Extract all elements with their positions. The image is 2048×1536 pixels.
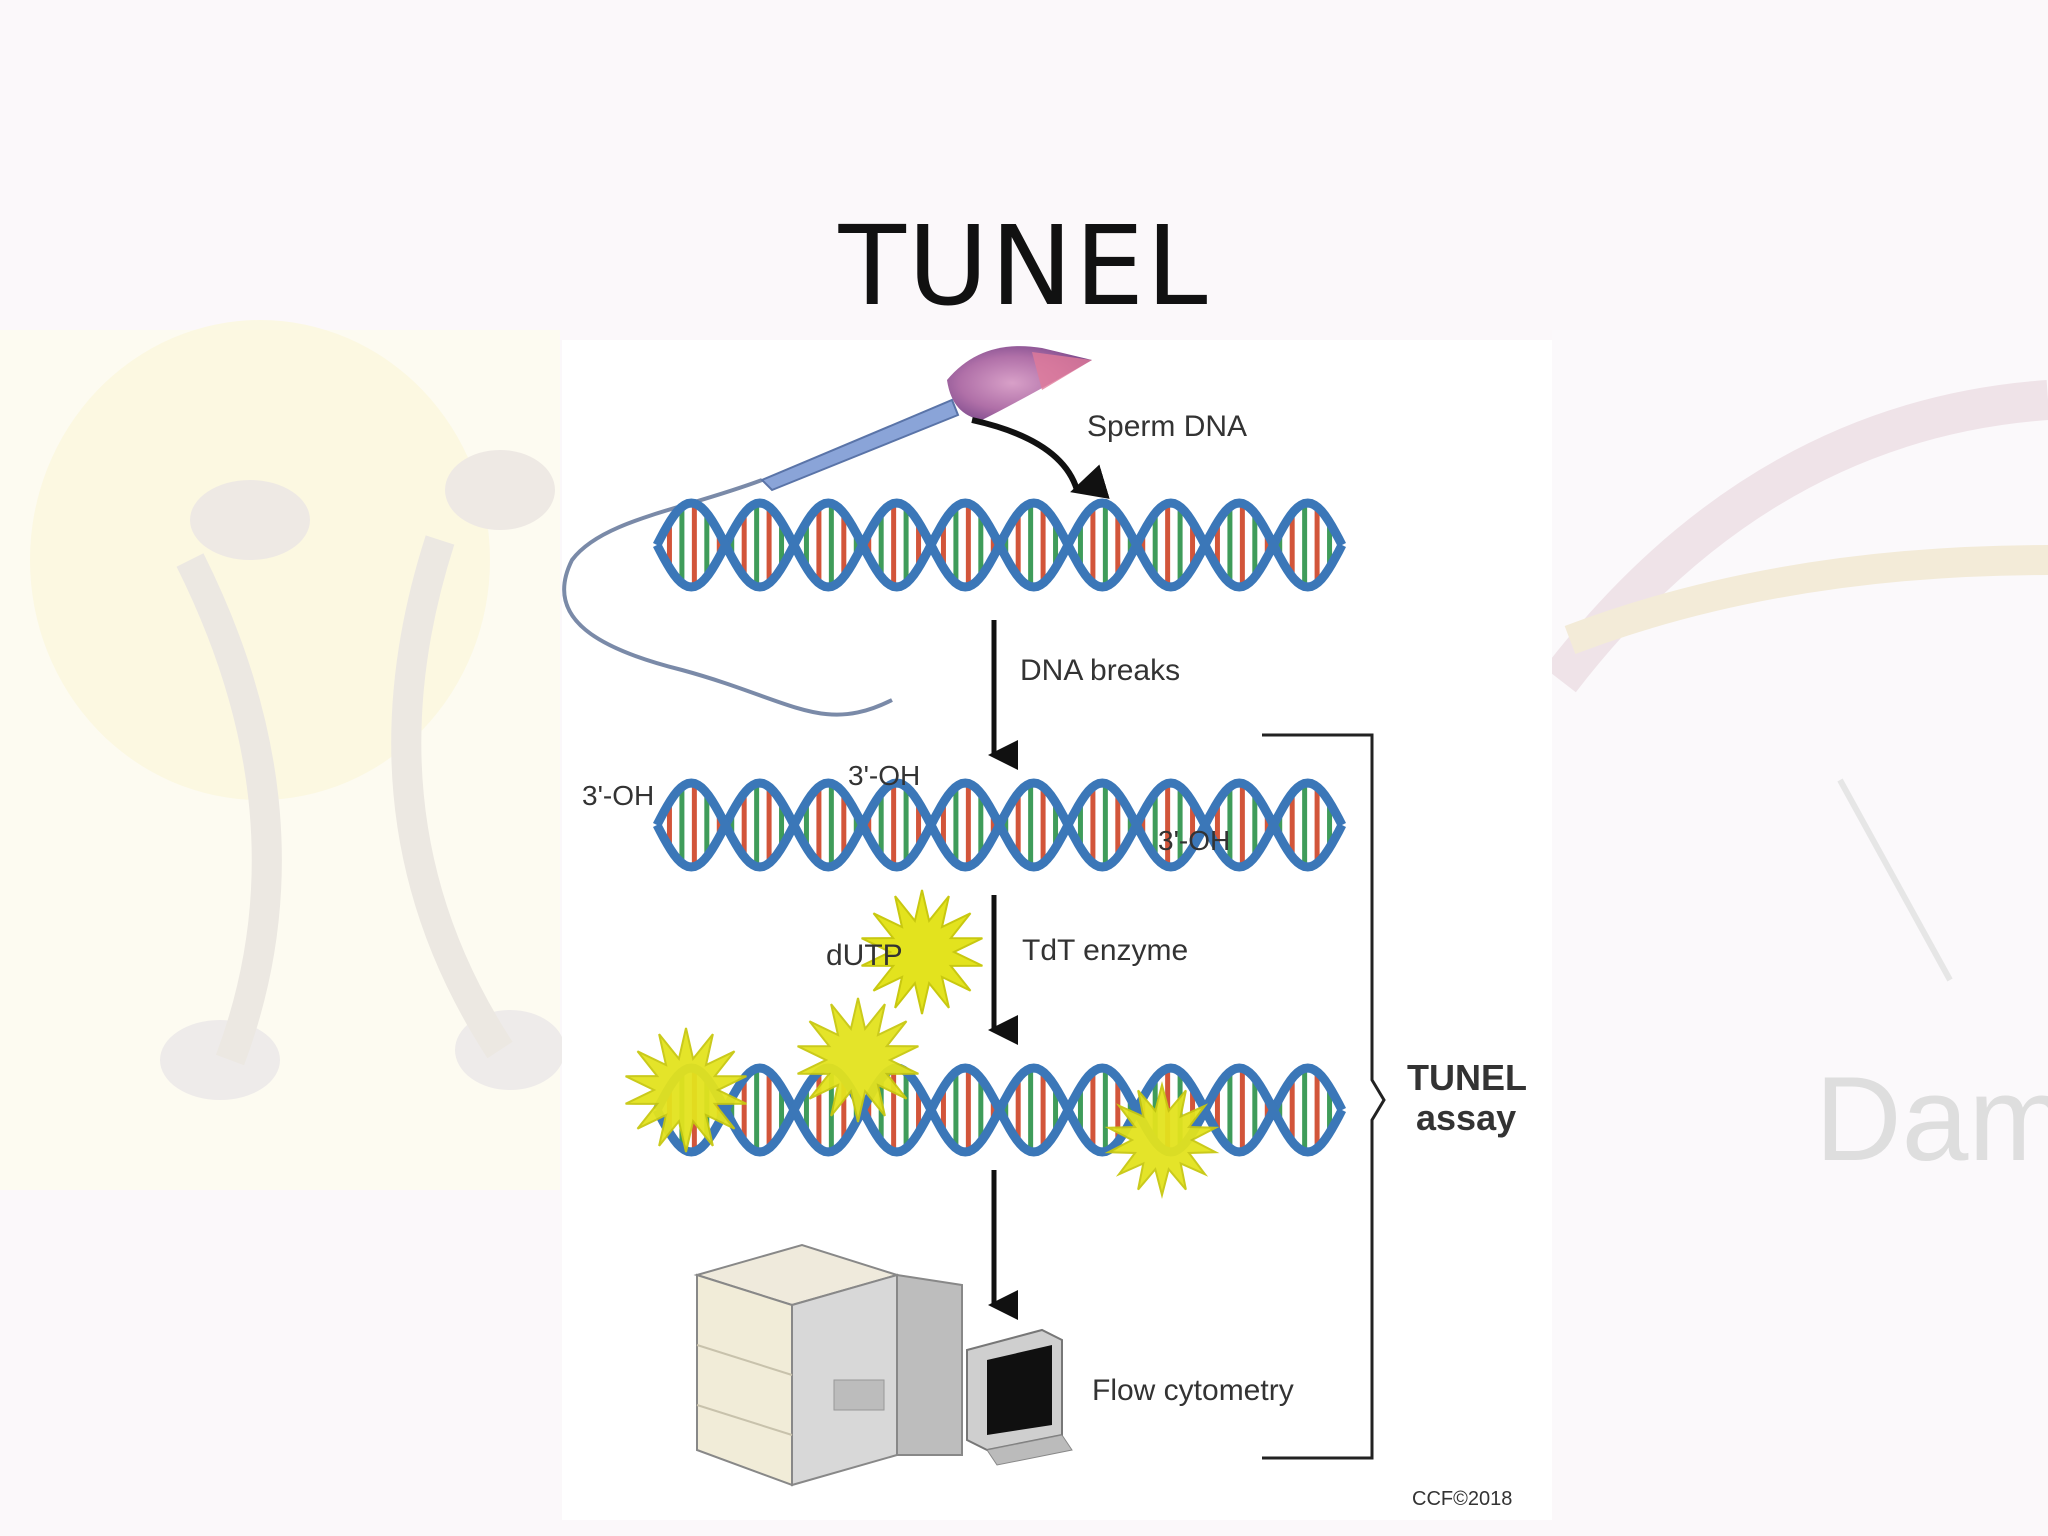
credit-text: CCF©2018 [1412, 1488, 1512, 1510]
label-dna-breaks: DNA breaks [1020, 654, 1180, 687]
label-3oh-right: 3'-OH [1158, 825, 1230, 856]
dutp-starburst-icon [861, 889, 983, 1015]
labelled-starburst-icons [625, 997, 1220, 1199]
tunel-diagram-svg: Sperm DNA DNA breaks 3'-OH 3'-OH 3'-OH d… [562, 346, 1527, 1510]
label-assay: assay [1416, 1097, 1516, 1138]
dna-helix-broken [652, 778, 1347, 872]
dna-helix-intact [652, 498, 1347, 592]
label-3oh-middle: 3'-OH [848, 760, 920, 791]
label-tdt-enzyme: TdT enzyme [1022, 934, 1188, 967]
label-flow-cytometry: Flow cytometry [1092, 1374, 1294, 1407]
label-3oh-left: 3'-OH [582, 780, 654, 811]
tunel-assay-bracket [1262, 733, 1386, 1460]
curved-arrow [971, 417, 1110, 499]
sperm-cell-icon [562, 346, 1092, 717]
background-text: Dam [1815, 1052, 2048, 1186]
label-tunel: TUNEL [1407, 1057, 1527, 1098]
label-sperm-dna: Sperm DNA [1087, 410, 1247, 443]
tunel-diagram: Sperm DNA DNA breaks 3'-OH 3'-OH 3'-OH d… [562, 340, 1552, 1520]
slide-title: TUNEL [838, 201, 1210, 330]
label-dutp: dUTP [826, 939, 903, 972]
monitor-icon [966, 1328, 1073, 1466]
flow-cytometer-icon [693, 1243, 963, 1487]
dna-helix-labelled [652, 1063, 1347, 1157]
